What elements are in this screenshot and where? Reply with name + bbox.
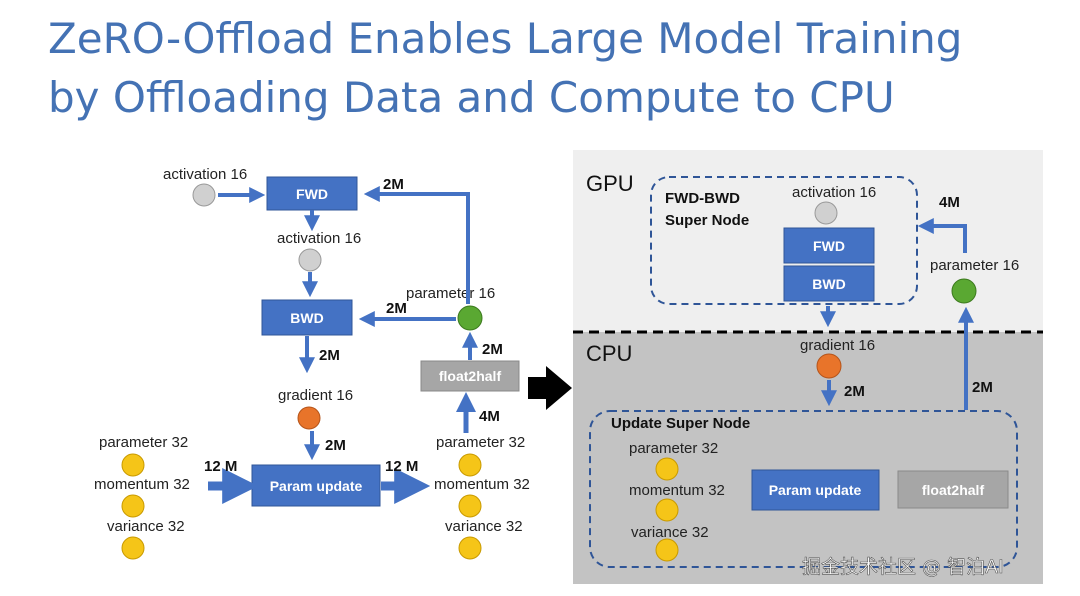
- gpu-label: GPU: [586, 171, 634, 196]
- left-activation-in-label: activation 16: [163, 166, 247, 183]
- right-param-1-label: momentum 32: [629, 482, 725, 499]
- right-activation-label: activation 16: [792, 184, 876, 201]
- right-size-grad-update: 2M: [844, 383, 865, 400]
- update-super-node-title: Update Super Node: [611, 415, 750, 432]
- right-gradient-node: [816, 353, 842, 379]
- left-in-param-2-node: [121, 536, 145, 560]
- left-size-float2half-param: 2M: [482, 341, 503, 358]
- right-size-to-super-node: 4M: [939, 194, 960, 211]
- left-size-out-update: 12 M: [385, 458, 418, 475]
- right-param-update-label: Param update: [769, 482, 862, 498]
- transition-arrow-icon: [528, 366, 572, 410]
- right-bwd-box: [783, 265, 875, 302]
- left-gradient-label: gradient 16: [278, 387, 353, 404]
- left-size-to-fwd: 2M: [383, 176, 404, 193]
- left-out-param-2-node: [458, 536, 482, 560]
- right-param-0-node: [655, 457, 679, 481]
- right-bwd-label: BWD: [812, 276, 845, 292]
- update-super-node: [589, 410, 1018, 568]
- right-param-2-label: variance 32: [631, 524, 709, 541]
- right-float2half-label: float2half: [922, 482, 985, 498]
- left-bwd-label: BWD: [290, 310, 323, 326]
- left-activation-in-node: [192, 183, 216, 207]
- left-size-in-update: 12 M: [204, 458, 237, 475]
- right-fwd-label: FWD: [813, 238, 845, 254]
- right-float2half-box: [897, 470, 1009, 509]
- right-param-1-node: [655, 498, 679, 522]
- left-in-param-1-label: momentum 32: [94, 476, 190, 493]
- right-size-update-param: 2M: [972, 379, 993, 396]
- left-activation-mid-node: [298, 248, 322, 272]
- cpu-label: CPU: [586, 341, 632, 366]
- left-out-param-0-label: parameter 32: [436, 434, 525, 451]
- left-in-param-2-label: variance 32: [107, 518, 185, 535]
- slide-title-line1: ZeRO-Offload Enables Large Model Trainin…: [48, 14, 963, 63]
- right-activation-node: [814, 201, 838, 225]
- left-param-update-label: Param update: [270, 478, 363, 494]
- left-parameter-out-node: [457, 305, 483, 331]
- left-out-param-1-label: momentum 32: [434, 476, 530, 493]
- right-arrow-param-to-super-node: [917, 218, 967, 253]
- fwd-bwd-super-node: [650, 176, 918, 305]
- right-fwd-box: [783, 227, 875, 264]
- left-float2half-label: float2half: [439, 368, 502, 384]
- left-out-param-1-node: [458, 494, 482, 518]
- fwd-bwd-super-node-title-1: FWD-BWD: [665, 190, 740, 207]
- right-gradient-label: gradient 16: [800, 337, 875, 354]
- right-param-2-node: [655, 538, 679, 562]
- right-param-0-label: parameter 32: [629, 440, 718, 457]
- left-out-param-0-node: [458, 453, 482, 477]
- left-size-grad-update: 2M: [325, 437, 346, 454]
- fwd-bwd-super-node-title-2: Super Node: [665, 212, 749, 229]
- right-parameter-node: [951, 278, 977, 304]
- left-float2half-box: [420, 360, 520, 392]
- left-arrow-param-to-fwd: [363, 186, 470, 304]
- right-param-update-box: [751, 469, 880, 511]
- left-size-to-bwd: 2M: [386, 300, 407, 317]
- left-in-param-0-label: parameter 32: [99, 434, 188, 451]
- cpu-region: [573, 332, 1043, 584]
- watermark: 掘金技术社区 @ 智泊AI: [802, 556, 1004, 578]
- right-parameter-label: parameter 16: [930, 257, 1019, 274]
- left-fwd-label: FWD: [296, 186, 328, 202]
- left-in-param-1-node: [121, 494, 145, 518]
- left-parameter-out-label: parameter 16: [406, 285, 495, 302]
- left-gradient-node: [297, 406, 321, 430]
- left-in-param-0-node: [121, 453, 145, 477]
- left-size-bwd-grad: 2M: [319, 347, 340, 364]
- left-size-to-float2half: 4M: [479, 408, 500, 425]
- left-out-param-2-label: variance 32: [445, 518, 523, 535]
- left-bwd-box: [261, 299, 353, 336]
- left-activation-mid-label: activation 16: [277, 230, 361, 247]
- slide-title-line2: by Offloading Data and Compute to CPU: [48, 73, 895, 122]
